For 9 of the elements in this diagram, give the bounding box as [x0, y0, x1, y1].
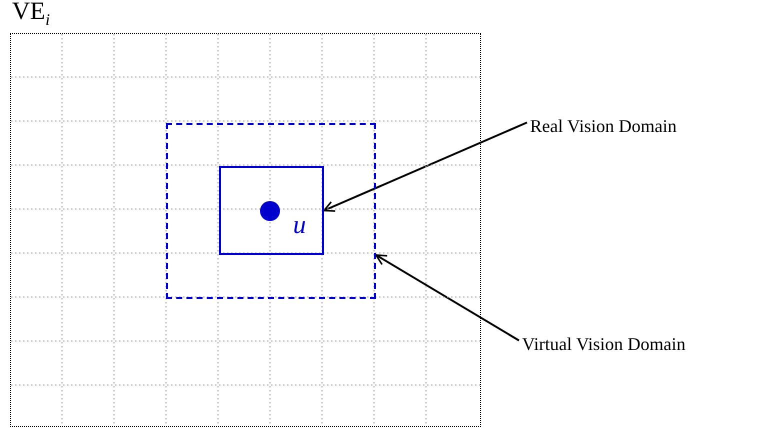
- arrow: [323, 122, 528, 212]
- arrow: [375, 254, 520, 342]
- callout-label: Virtual Vision Domain: [522, 334, 686, 355]
- position-dot: [260, 201, 280, 221]
- dashed-domain-box: [166, 123, 376, 299]
- callout-label: Real Vision Domain: [530, 116, 677, 137]
- frame-title: VE$_{i}$: [12, 0, 50, 30]
- variable-label: u: [293, 211, 306, 240]
- domain-box: [219, 166, 324, 255]
